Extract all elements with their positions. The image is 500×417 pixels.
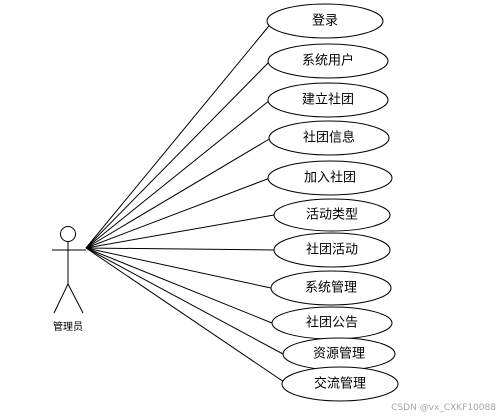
actor-leg-left (53, 283, 69, 314)
use-case-resource-management[interactable]: 资源管理 (282, 337, 396, 371)
association-lines (85, 20, 288, 385)
use-case-label: 加入社团 (304, 170, 356, 186)
use-case-communication-management[interactable]: 交流管理 (281, 366, 399, 402)
use-case-create-club[interactable]: 建立社团 (267, 82, 389, 118)
association-line-club-activity (85, 247, 275, 251)
use-case-label: 社团公告 (306, 315, 358, 331)
use-case-activity-type[interactable]: 活动类型 (273, 198, 391, 232)
use-case-club-notice[interactable]: 社团公告 (271, 306, 393, 340)
use-case-ellipse (268, 120, 390, 156)
association-line-club-info (85, 137, 272, 249)
use-case-label: 社团活动 (306, 242, 358, 258)
use-case-system-management[interactable]: 系统管理 (270, 270, 392, 306)
association-line-create-club (85, 99, 271, 249)
use-case-ellipse (273, 198, 391, 232)
use-case-label: 系统用户 (302, 53, 354, 69)
use-case-club-activity[interactable]: 社团活动 (273, 232, 391, 268)
association-line-join-club (85, 177, 271, 249)
actor (52, 226, 86, 314)
use-case-label: 资源管理 (313, 347, 365, 362)
use-case-login[interactable]: 登录 (266, 3, 384, 39)
use-case-ellipse (267, 43, 389, 79)
use-case-label: 社团信息 (303, 130, 355, 146)
association-line-system-users (85, 60, 271, 249)
actor-label: 管理员 (53, 320, 83, 333)
use-case-ellipse (267, 160, 393, 196)
association-line-login (85, 20, 274, 249)
use-case-label: 建立社团 (302, 92, 354, 108)
use-case-club-info[interactable]: 社团信息 (268, 120, 390, 156)
association-line-system-management (85, 247, 272, 289)
association-line-activity-type (85, 214, 275, 249)
association-line-communication-management (85, 247, 288, 385)
use-case-label: 交流管理 (314, 376, 366, 392)
use-case-system-users[interactable]: 系统用户 (267, 43, 389, 79)
use-case-ellipse (270, 270, 392, 306)
use-case-ellipse (266, 3, 384, 39)
watermark: CSDN @vx_CXKF10088 (391, 403, 496, 413)
use-case-join-club[interactable]: 加入社团 (267, 160, 393, 196)
use-case-label: 系统管理 (305, 281, 357, 296)
association-line-club-notice (85, 247, 273, 324)
actor-leg-right (67, 283, 84, 314)
use-case-label: 活动类型 (306, 208, 358, 223)
association-line-resource-management (85, 247, 284, 355)
use-case-ellipse (281, 366, 399, 402)
use-case-ellipse (267, 82, 389, 118)
use-case-ellipse (273, 232, 391, 268)
actor-head (60, 226, 76, 242)
use-case-label: 登录 (312, 14, 338, 29)
